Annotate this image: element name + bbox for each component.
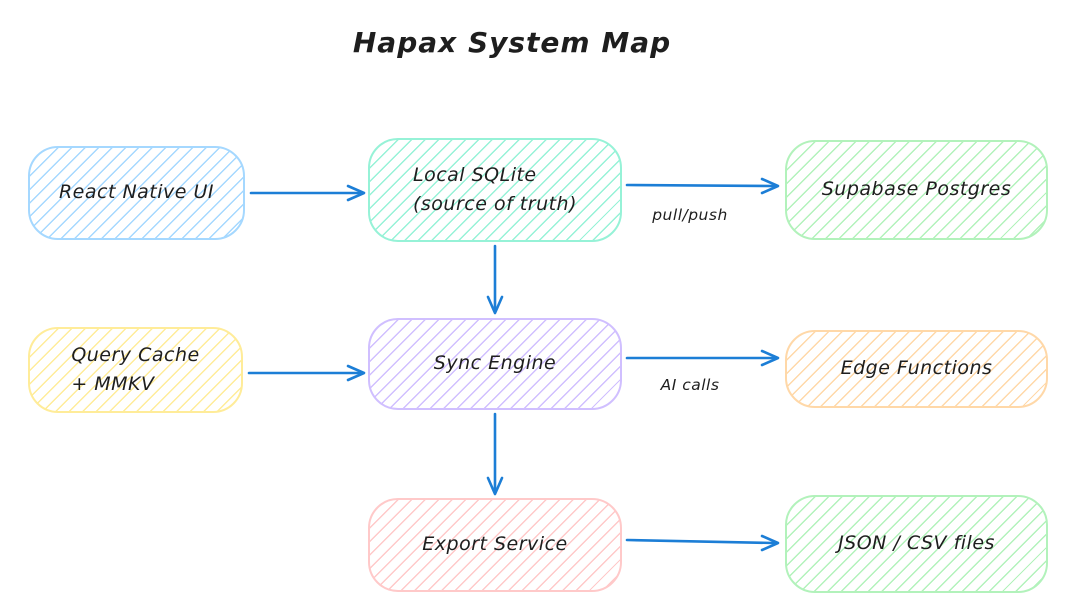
arrow-sqlite-to-sync-engine [486, 244, 504, 315]
node-label-react-native-ui: React Native UI [58, 181, 215, 204]
node-label-edge-functions: Edge Functions [840, 357, 993, 380]
diagram-title: Hapax System Map [352, 26, 672, 59]
node-label-query-cache: Query Cache + MMKV [71, 343, 200, 395]
node-react-native-ui: React Native UI [28, 146, 245, 240]
node-export-service: Export Service [368, 498, 622, 592]
arrow-sqlite-to-supabase [625, 177, 780, 195]
node-json-csv-files: JSON / CSV files [785, 495, 1048, 593]
arrow-query-cache-to-sync-engine [247, 364, 366, 382]
arrow-react-native-to-sqlite [249, 184, 366, 202]
edge-label-ai-calls: AI calls [660, 376, 720, 394]
edge-label-pull-push: pull/push [652, 206, 728, 224]
node-label-sync-engine: Sync Engine [433, 352, 557, 375]
node-edge-functions: Edge Functions [785, 330, 1048, 408]
arrow-sync-engine-to-edge-functions [625, 349, 780, 367]
node-local-sqlite: Local SQLite (source of truth) [368, 138, 622, 242]
arrow-sync-engine-to-export-service [486, 412, 504, 496]
node-label-supabase-postgres: Supabase Postgres [821, 178, 1012, 201]
node-label-local-sqlite: Local SQLite (source of truth) [412, 163, 578, 215]
node-supabase-postgres: Supabase Postgres [785, 140, 1048, 240]
node-sync-engine: Sync Engine [368, 318, 622, 410]
node-label-json-csv-files: JSON / CSV files [838, 532, 995, 555]
node-label-export-service: Export Service [422, 533, 568, 556]
arrow-export-service-to-json-csv [625, 534, 780, 552]
node-query-cache: Query Cache + MMKV [28, 327, 243, 413]
